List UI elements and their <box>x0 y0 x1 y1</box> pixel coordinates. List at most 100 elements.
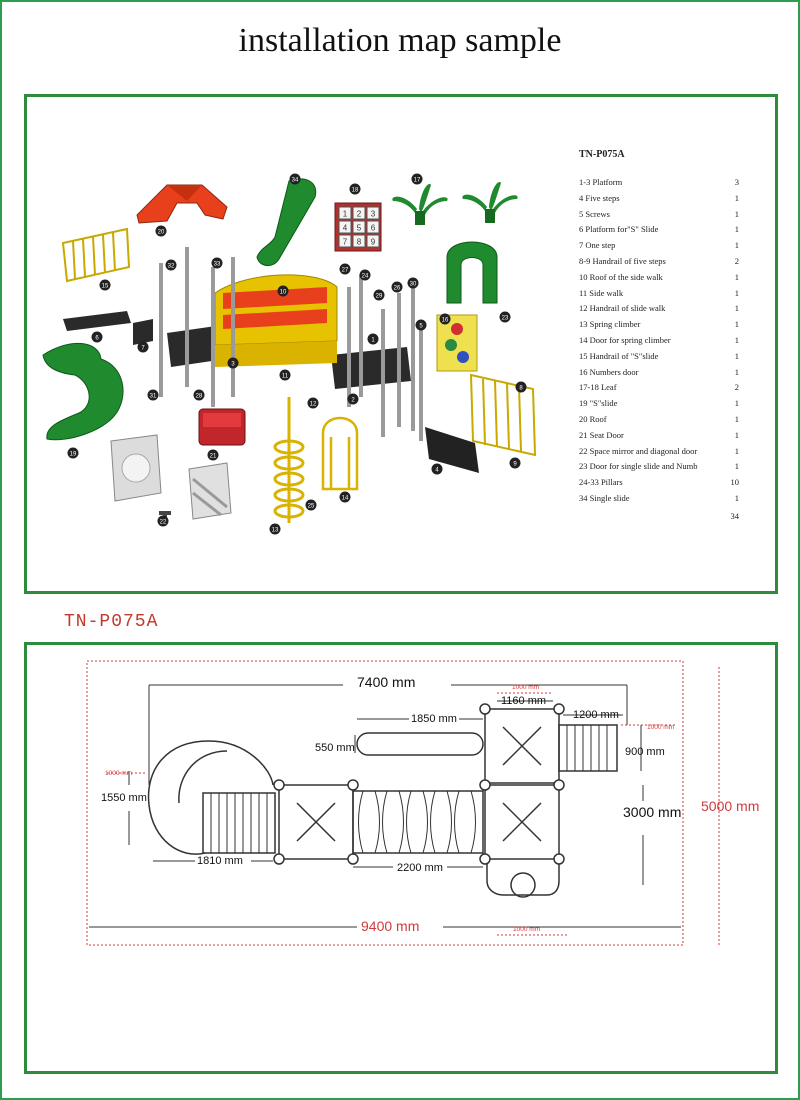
part-callout: 21 <box>207 449 219 461</box>
parts-item-qty: 1 <box>734 492 739 503</box>
parts-item-name: 24-33 Pillars <box>579 477 623 488</box>
numbers-door-cell <box>338 206 352 220</box>
part-callout: 12 <box>307 397 319 409</box>
dim-clear-right: 1000 mm <box>647 724 674 731</box>
parts-item-name: 6 Platform for"S" Slide <box>579 224 659 235</box>
part-callout: 29 <box>373 289 385 301</box>
layout-plan-panel: 7400 mm 1000 mm 1160 mm 1200 mm 1000 mm … <box>24 642 778 1074</box>
parts-item-name: 19 "S"slide <box>579 398 618 409</box>
part-callout: 28 <box>193 389 205 401</box>
part-callout-number: 15 <box>102 283 109 289</box>
numbers-door-cell <box>352 234 366 248</box>
part-callout-number: 4 <box>435 467 439 473</box>
dim-total-9400: 9400 mm <box>361 918 419 934</box>
numbers-door-glyph: 8 <box>357 238 362 247</box>
part-callout: 8 <box>515 381 527 393</box>
parts-item-name: 11 Side walk <box>579 287 624 298</box>
part-callout-number: 19 <box>70 451 77 457</box>
part-callout-number: 13 <box>272 527 279 533</box>
leaf-part-right <box>462 182 518 223</box>
part-callout: 2 <box>347 393 359 405</box>
parts-list-item: 19 "S"slide 1 <box>579 398 739 414</box>
part-callout-number: 23 <box>502 315 509 321</box>
parts-item-name: 4 Five steps <box>579 192 620 203</box>
parts-list-item: 12 Handrail of slide walk 1 <box>579 303 739 319</box>
parts-item-qty: 1 <box>734 461 739 472</box>
side-walk-part <box>214 274 338 367</box>
spring-climber-part <box>273 397 305 523</box>
leaf-part-left <box>392 184 448 225</box>
parts-item-name: 17-18 Leaf <box>579 382 617 393</box>
parts-item-name: 13 Spring climber <box>579 319 641 330</box>
parts-list-item: 14 Door for spring climber 1 <box>579 335 739 351</box>
part-callout: 3 <box>227 357 239 369</box>
parts-item-qty: 1 <box>734 445 739 456</box>
parts-item-name: 15 Handrail of "S"slide <box>579 350 659 361</box>
dim-clear-top: 1000 mm <box>512 684 539 691</box>
part-callout: 31 <box>147 389 159 401</box>
part-callout-number: 9 <box>513 461 517 467</box>
numbers-door-glyph: 2 <box>357 210 362 219</box>
part-callout: 13 <box>269 523 281 535</box>
part-callout: 18 <box>349 183 361 195</box>
dim-depth-3000: 3000 mm <box>623 804 681 820</box>
numbers-door-cell <box>366 220 380 234</box>
parts-item-qty: 1 <box>734 350 739 361</box>
part-callout-number: 28 <box>196 393 203 399</box>
part-callout: 1 <box>367 333 379 345</box>
parts-item-name: 12 Handrail of slide walk <box>579 303 666 314</box>
numbers-door-glyph: 6 <box>371 224 376 233</box>
parts-item-qty: 2 <box>734 382 739 393</box>
parts-item-name: 16 Numbers door <box>579 366 639 377</box>
one-step-part <box>63 311 153 345</box>
parts-item-qty: 1 <box>734 303 739 314</box>
part-callout: 16 <box>439 313 451 325</box>
parts-item-name: 7 One step <box>579 240 616 251</box>
handrail-s-slide-part <box>61 227 131 283</box>
parts-total: 34 <box>730 511 740 521</box>
roof-part <box>136 184 228 224</box>
parts-item-qty: 1 <box>734 224 739 235</box>
structure-outline <box>147 703 618 898</box>
part-callout: 26 <box>391 281 403 293</box>
parts-item-qty: 1 <box>734 334 739 345</box>
parts-item-qty: 1 <box>734 398 739 409</box>
parts-list-item: 24-33 Pillars 10 <box>579 477 739 493</box>
dim-clear-left: 1000 mm <box>105 770 132 777</box>
parts-item-qty: 10 <box>730 477 740 488</box>
part-callout: 25 <box>305 499 317 511</box>
dim-width-1200: 1200 mm <box>573 709 619 721</box>
part-callout-number: 5 <box>419 323 423 329</box>
dim-len-2200: 2200 mm <box>397 862 443 874</box>
dim-slide-1850: 1850 mm <box>411 713 457 725</box>
part-callout: 22 <box>157 515 169 527</box>
part-callout: 33 <box>211 257 223 269</box>
part-callout: 24 <box>359 269 371 281</box>
part-callout: 17 <box>411 173 423 185</box>
parts-item-name: 5 Screws <box>579 208 610 219</box>
part-callout-number: 25 <box>308 503 315 509</box>
part-callout-number: 7 <box>141 345 145 351</box>
part-callout-number: 8 <box>519 385 523 391</box>
parts-item-name: 14 Door for spring climber <box>579 334 671 345</box>
handrail-five-steps-part <box>469 373 537 457</box>
part-callout-number: 20 <box>158 229 165 235</box>
numbers-door-glyph: 1 <box>343 210 348 219</box>
parts-item-qty: 1 <box>734 319 739 330</box>
part-callout: 10 <box>277 285 289 297</box>
part-callout: 15 <box>99 279 111 291</box>
dim-len-1810: 1810 mm <box>197 855 243 867</box>
part-callout: 5 <box>415 319 427 331</box>
dim-width-1160: 1160 mm <box>501 695 546 707</box>
part-callout: 7 <box>137 341 149 353</box>
dim-overall-length: 7400 mm <box>357 674 415 690</box>
